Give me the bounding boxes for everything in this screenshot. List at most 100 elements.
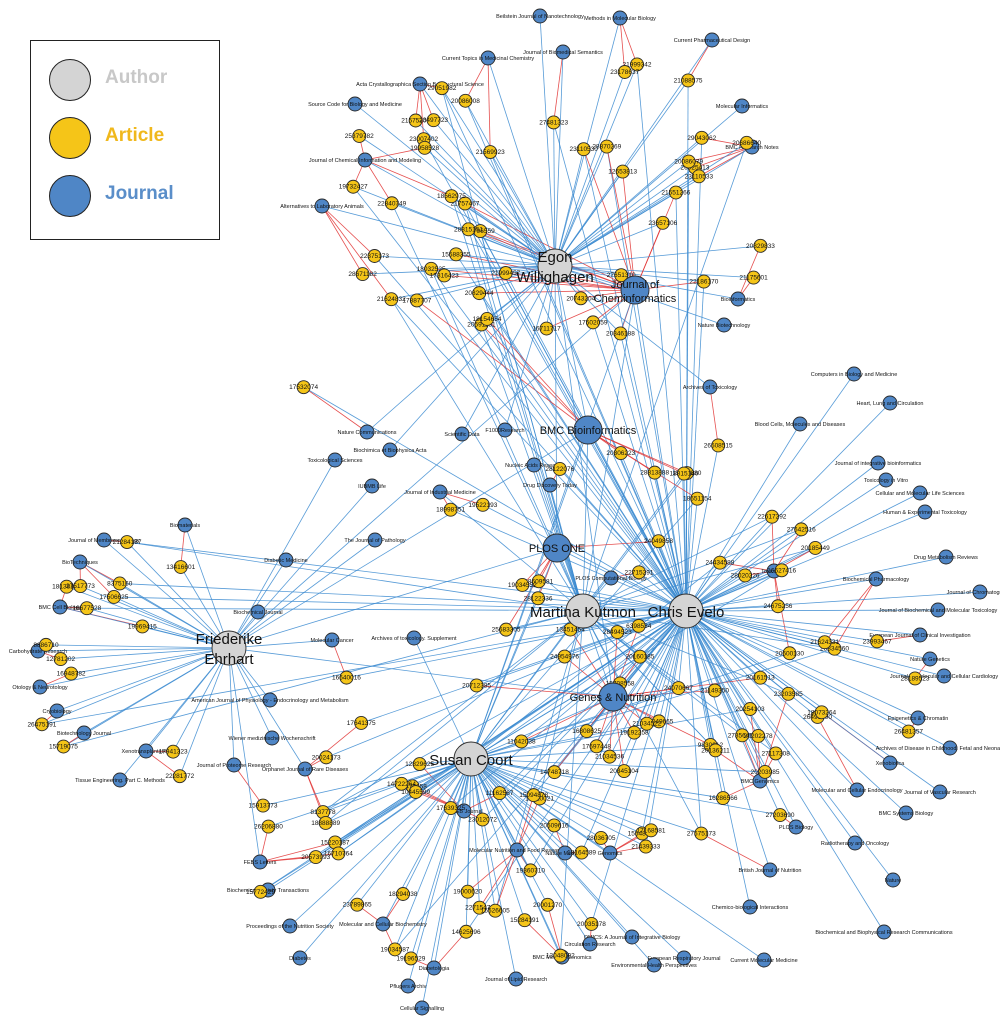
edge-author-journal [419,83,556,267]
article-node [355,267,370,282]
edge-author-article [553,122,687,612]
journal-label: Pflugers Archiv [390,984,427,990]
journal-label: European Respiratory Journal [647,956,720,962]
article-label: 21757467 [451,201,480,208]
legend-label-author: Author [105,67,168,88]
article-label: 21575203 [401,117,430,124]
article-node [79,601,94,616]
legend-label-journal: Journal [105,183,174,204]
article-label: 15719075 [49,744,78,751]
author-swatch [49,59,91,101]
article-label: 15284191 [510,917,539,924]
article-node [449,247,464,262]
article-node [602,749,617,764]
journal-label: Molecular Informatics [716,104,769,110]
edge-author-article [441,87,556,267]
article-node [499,622,514,637]
article-label: 17168581 [637,827,666,834]
edge-author-article [623,610,687,772]
journal-node [112,772,128,788]
edge-author-journal [407,758,472,987]
edge-article-journal [606,146,636,291]
article-label: 18562975 [437,193,466,200]
article-node [773,808,788,823]
article-label: 16286566 [709,795,738,802]
article-node [753,238,768,253]
edge-author-article [71,647,230,674]
major-journal-label: Cheminformatics [594,293,677,305]
edge-author-article [685,516,773,612]
journal-node [917,504,933,520]
journal-node [52,599,68,615]
article-node [296,380,311,395]
article-node [408,785,423,799]
article-label: 18294038 [389,891,418,898]
article-label: 28834560 [820,646,849,653]
journal-node [910,710,926,726]
edge-author-journal [228,485,373,649]
journal-label: Drug Discovery Today [523,483,577,489]
journal-label: Nature Methods [545,851,584,857]
edge-article-journal [465,57,489,101]
journal-label: Archives of Disease in Childhood. Fetal … [876,746,1000,752]
article-node [708,743,723,758]
article-node [472,900,487,915]
edge-article-journal [416,300,589,431]
article-node [614,268,629,283]
edge-author-article [554,64,638,267]
journal-node [676,950,692,966]
journal-node [347,96,363,112]
edge-author-journal [554,265,558,549]
edge-author-article [685,610,724,799]
article-node [53,652,68,667]
article-label: 20306223 [606,450,635,457]
edge-author-journal [582,289,636,612]
journal-node [730,291,746,307]
edge-author-journal [554,265,614,698]
article-label: 26206880 [254,824,283,831]
article-node [746,270,761,285]
article-node [668,185,683,200]
article-node [424,261,439,276]
edge-author-journal [470,758,591,945]
edge-article-journal [612,690,715,698]
article-node [613,446,628,461]
edge-author-journal [79,561,230,649]
journal-label: Nature Genetics [910,657,950,663]
article-node [523,863,538,878]
article-label: 19360710 [516,867,545,874]
article-node [563,622,578,637]
edge-author-article [554,167,696,267]
article-label: 20254103 [736,706,765,713]
edge-article-journal [612,677,761,698]
edge-author-article [470,758,652,831]
article-label: 28671182 [348,271,377,278]
edge-author-journal [470,429,589,760]
article-label: 27481323 [539,119,568,126]
edge-author-journal [554,17,621,267]
author-label: Friederike [196,631,263,648]
article-node [483,145,498,159]
edge-author-article [478,292,687,612]
journal-node [282,918,298,934]
edge-article-journal [364,159,452,197]
edge-author-article [582,610,743,736]
edge-author-journal [685,423,801,612]
journal-label: The Journal of Pathology [344,538,405,544]
article-node [469,678,484,693]
journal-label: Biochemical Journal [233,610,282,616]
edge-article-journal [419,83,425,140]
journal-label: Journal of integrative bioinformatics [835,461,922,467]
journal-label: BMC Research Notes [725,145,778,151]
edge-author-journal [685,610,856,844]
edge-author-article [470,758,496,911]
edge-author-journal [299,758,472,959]
article-label: 20086008 [451,98,480,105]
edge-author-article [481,324,687,612]
article-label: 21624832 [377,296,406,303]
edge-author-article [126,541,584,612]
journal-label: Bioinformatics [721,297,756,303]
journal-label: Current Molecular Medicine [730,958,797,964]
edge-author-article [465,100,556,267]
edge-author-article [499,610,687,794]
